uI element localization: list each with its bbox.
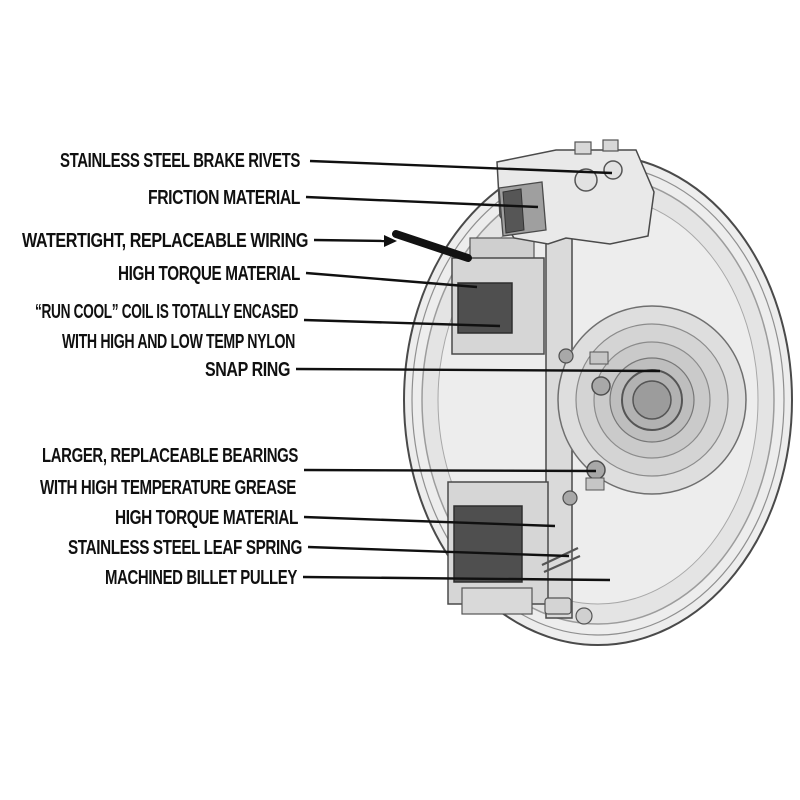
callout-high-torque-top: HIGH TORQUE MATERIAL <box>118 263 478 289</box>
bottom-boss <box>544 597 572 615</box>
callout-snap-ring: SNAP RING <box>205 359 661 381</box>
callout-label: HIGH TORQUE MATERIAL <box>115 507 298 529</box>
leader-line <box>303 318 501 328</box>
callout-label: WITH HIGH AND LOW TEMP NYLON <box>62 331 295 353</box>
callout-billet-pulley: MACHINED BILLET PULLEY <box>105 567 611 589</box>
leader-line <box>313 238 385 243</box>
leader-line <box>305 271 478 289</box>
leader-line <box>305 195 539 209</box>
hub-pin <box>585 477 605 491</box>
callout-high-torque-bottom: HIGH TORQUE MATERIAL <box>115 507 556 529</box>
callouts: STAINLESS STEEL BRAKE RIVETS FRICTION MA… <box>22 150 661 589</box>
callout-label: HIGH TORQUE MATERIAL <box>118 263 300 285</box>
callout-run-cool-coil: “RUN COOL” COIL IS TOTALLY ENCASED WITH … <box>35 301 501 353</box>
callout-label: WITH HIGH TEMPERATURE GREASE <box>40 477 296 499</box>
bottom-bolt <box>575 607 593 625</box>
callout-friction-material: FRICTION MATERIAL <box>148 187 539 209</box>
callout-label: LARGER, REPLACEABLE BEARINGS <box>42 445 298 467</box>
brake-rivet <box>574 168 598 192</box>
field-coil-bottom <box>453 505 523 583</box>
bearing-ball <box>562 490 578 506</box>
bottom-hub-step <box>461 587 533 615</box>
callout-label: FRICTION MATERIAL <box>148 187 300 209</box>
callout-label: STAINLESS STEEL BRAKE RIVETS <box>60 150 300 172</box>
center-bore <box>632 380 672 420</box>
callout-leaf-spring: STAINLESS STEEL LEAF SPRING <box>68 537 570 559</box>
leader-line <box>302 575 611 582</box>
callout-wiring: WATERTIGHT, REPLACEABLE WIRING <box>22 230 397 252</box>
leader-line <box>295 367 661 373</box>
leader-line <box>303 515 556 528</box>
callout-label: SNAP RING <box>205 359 290 381</box>
callout-label: “RUN COOL” COIL IS TOTALLY ENCASED <box>35 301 298 323</box>
callout-label: WATERTIGHT, REPLACEABLE WIRING <box>22 230 308 252</box>
leader-arrowhead <box>384 235 397 247</box>
bearing-ball <box>558 348 574 364</box>
brake-rivet <box>603 160 623 180</box>
leaf-spring <box>543 554 581 574</box>
friction-pad-dark <box>502 188 525 234</box>
leader-line <box>309 159 613 175</box>
clutch-cutaway-illustration <box>392 139 793 646</box>
leader-line <box>303 468 597 473</box>
leader-line <box>307 545 570 558</box>
callout-brake-rivets: STAINLESS STEEL BRAKE RIVETS <box>60 150 613 175</box>
top-housing-step <box>469 237 535 261</box>
rivet-stub <box>602 139 619 152</box>
rivet-stub <box>574 141 592 155</box>
callout-label: STAINLESS STEEL LEAF SPRING <box>68 537 302 559</box>
wiring-lead <box>392 230 472 262</box>
hub-pin <box>589 351 609 365</box>
bearing-ball <box>591 376 611 396</box>
callout-bearings: LARGER, REPLACEABLE BEARINGS WITH HIGH T… <box>40 445 597 499</box>
callout-label: MACHINED BILLET PULLEY <box>105 567 298 589</box>
